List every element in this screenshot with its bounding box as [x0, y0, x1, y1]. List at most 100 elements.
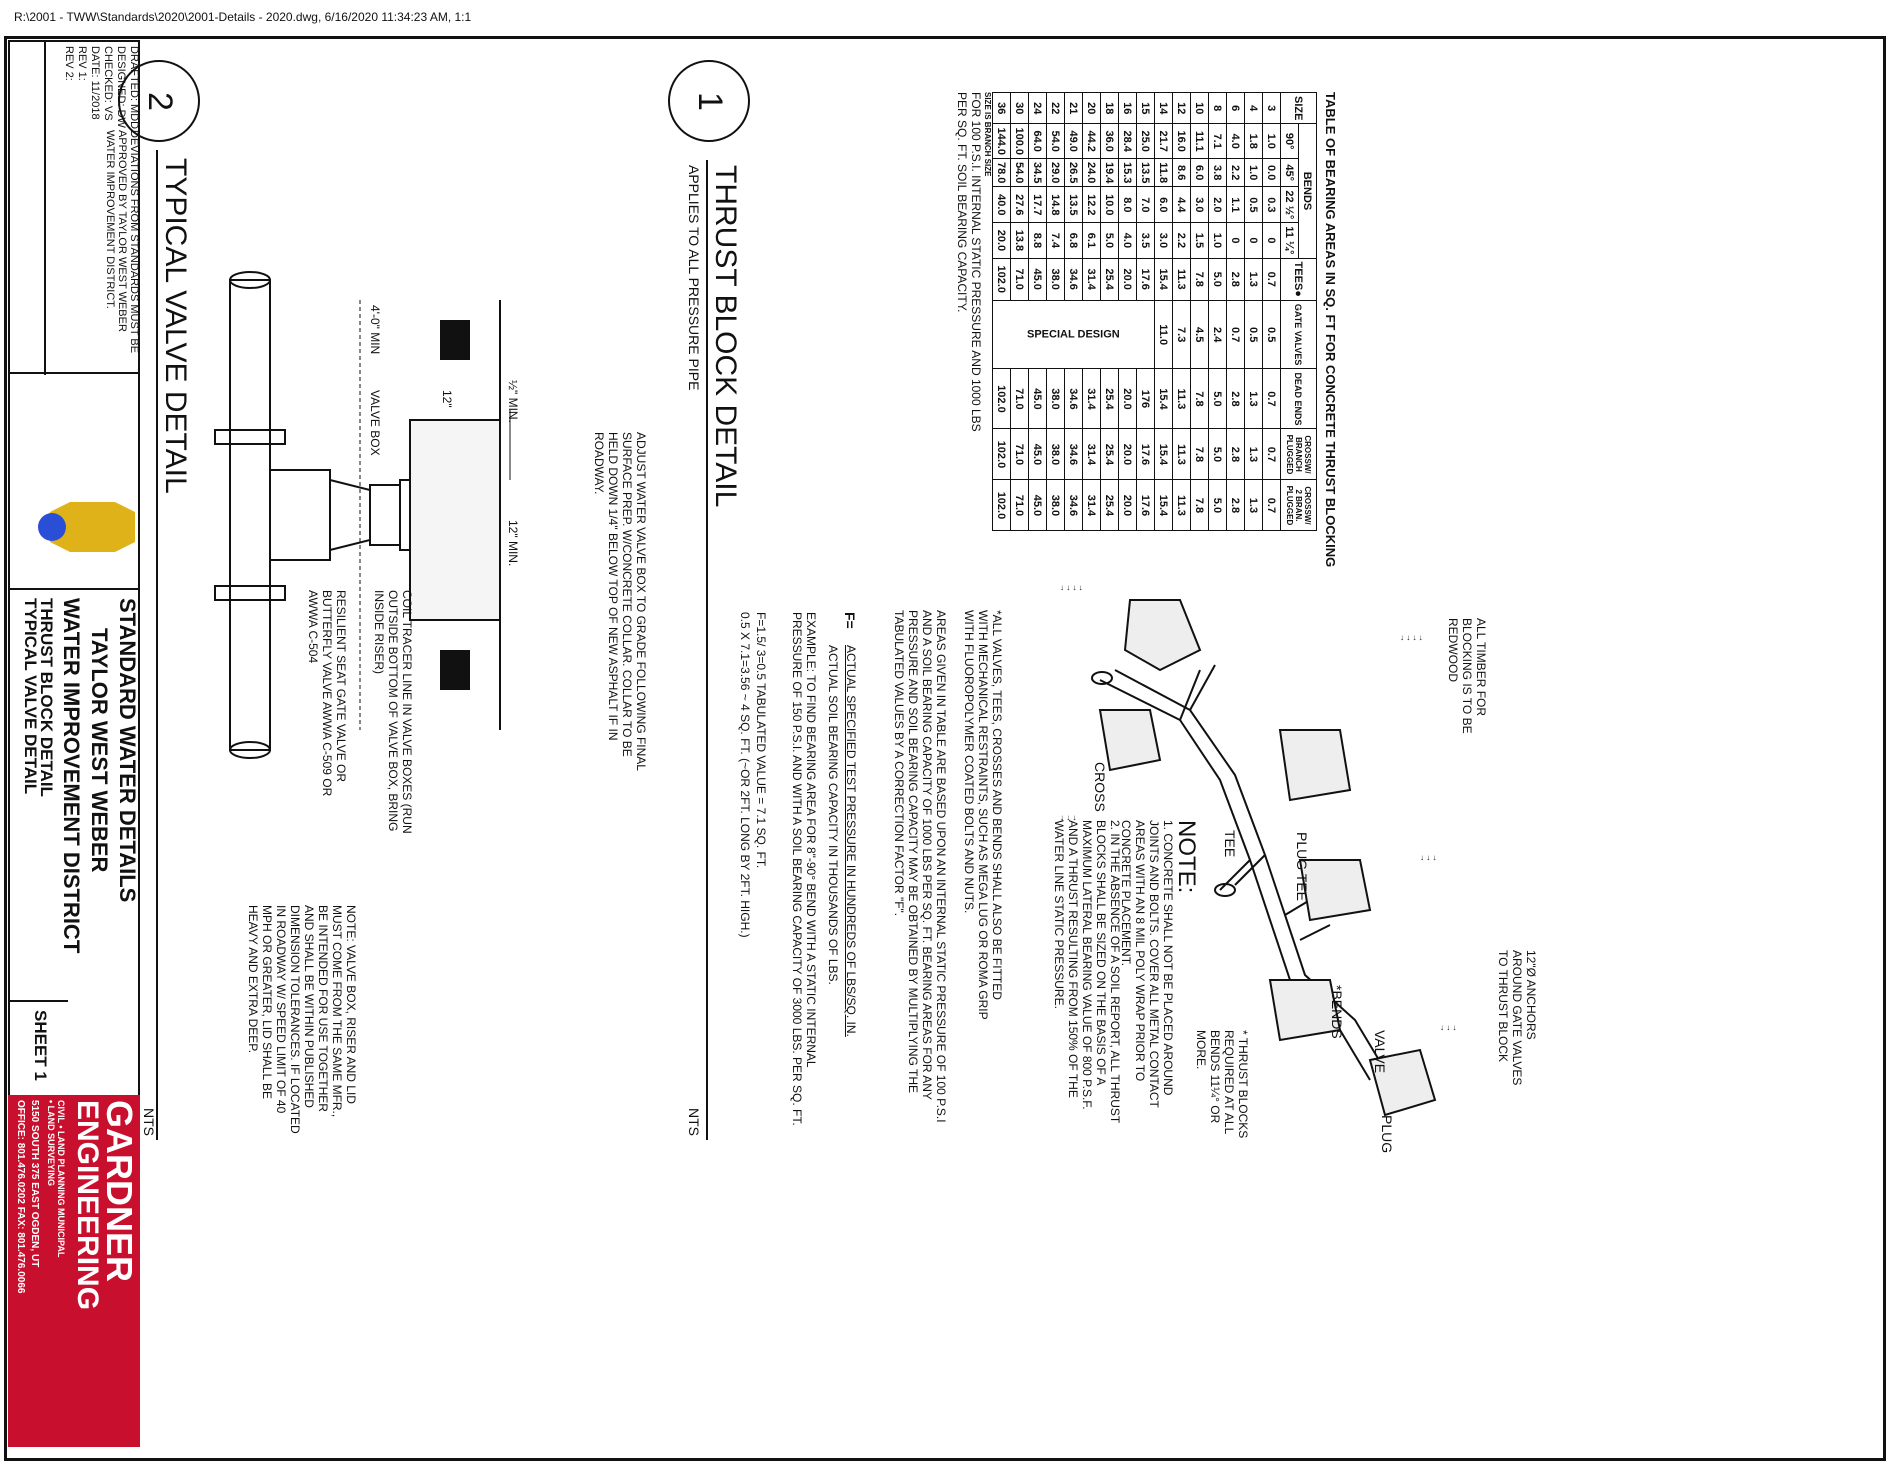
- bearing-table-grid: SIZE BENDS TEES● GATE VALVES DEAD ENDS C…: [992, 92, 1317, 531]
- drawing-sheet-frame: [4, 36, 1886, 1461]
- table-cell: 0.7: [1262, 258, 1281, 301]
- table-cell: 13.5: [1136, 158, 1155, 187]
- thrust-block-5: [1268, 979, 1342, 1042]
- svg-text:↓ ↓ ↓ ↓: ↓ ↓ ↓ ↓: [1400, 633, 1423, 642]
- f-label: F=: [842, 612, 858, 629]
- table-cell: 0.5: [1244, 300, 1263, 369]
- table-cell: 45.0: [1028, 479, 1047, 531]
- svg-text:↓ ↓ ↓: ↓ ↓ ↓: [1060, 813, 1076, 822]
- table-cell: 6.1: [1082, 222, 1101, 259]
- thrust-block-3: [1278, 729, 1352, 802]
- label-12in-min: 12" MIN.: [506, 520, 520, 567]
- col-cross-2-branch: CROSSW/ 2 BRAN. PLUGGED: [1280, 479, 1317, 531]
- table-cell: 8.0: [1118, 186, 1137, 223]
- valve-note: NOTE: VALVE BOX, RISER AND LID MUST COME…: [246, 905, 358, 1134]
- table-cell: 14: [1154, 92, 1173, 124]
- table-cell: 2.8: [1226, 428, 1245, 480]
- table-cell: 5.0: [1100, 222, 1119, 259]
- table-cell: 6.0: [1154, 186, 1173, 223]
- table-cell: 0.7: [1262, 428, 1281, 480]
- table-cell: 11.0: [1154, 300, 1173, 369]
- table-cell: 1.3: [1244, 479, 1263, 531]
- col-bends: BENDS: [1298, 123, 1317, 259]
- label-coil-tracer: COIL TRACER LINE IN VALVE BOXES (RUN OUT…: [372, 590, 414, 834]
- thrust-block-1: [1123, 599, 1202, 672]
- tb-deviations: DEVIATIONS FROM STANDARDS MUST BE APPROV…: [104, 130, 140, 354]
- table-cell: 2.0: [1208, 186, 1227, 223]
- table-cell: 5.0: [1208, 258, 1227, 301]
- label-12in: 12": [440, 390, 454, 408]
- table-cell: 15.3: [1118, 158, 1137, 187]
- label-adjust-valve-box: ADJUST WATER VALVE BOX TO GRADE FOLLOWIN…: [592, 432, 648, 771]
- col-45: 45°: [1280, 158, 1299, 187]
- table-cell: 176: [1136, 368, 1155, 429]
- detail-1-title-rule: [706, 160, 708, 1140]
- table-cell: 0.5: [1262, 300, 1281, 369]
- firm-tagline: CIVIL • LAND PLANNING MUNICIPAL • LAND S…: [46, 1100, 66, 1258]
- table-cell: 20.0: [1118, 368, 1137, 429]
- table-cell: 38.0: [1046, 428, 1065, 480]
- table-cell: 4.5: [1190, 300, 1209, 369]
- table-cell: 11.1: [1190, 123, 1209, 159]
- table-cell: 2.2: [1172, 222, 1191, 259]
- table-cell: 16.0: [1172, 123, 1191, 159]
- table-cell: 45.0: [1028, 428, 1047, 480]
- table-cell: 6.8: [1064, 222, 1083, 259]
- label-bends: *BENDS: [1329, 985, 1345, 1039]
- table-cell: 11.3: [1172, 368, 1191, 429]
- table-cell: 11.8: [1154, 158, 1173, 187]
- thrust-block-6: [1368, 1048, 1437, 1117]
- table-cell: 7.0: [1136, 186, 1155, 223]
- label-timber: ALL TIMBER FOR BLOCKING IS TO BE REDWOOD: [1446, 618, 1488, 734]
- tb-designed: DESIGNED: DW: [115, 46, 127, 128]
- label-4ft-min: 4'-0" MIN: [368, 305, 382, 355]
- table-cell: 6: [1226, 92, 1245, 124]
- detail-2-number: 2: [140, 91, 179, 111]
- firm-phone: OFFICE: 801.476.0202 FAX: 801.476.0066: [15, 1100, 26, 1294]
- label-valve-box: VALVE BOX: [368, 390, 382, 456]
- table-cell: 0: [1244, 222, 1263, 259]
- table-cell: 34.6: [1064, 258, 1083, 301]
- label-tee: TEE: [1222, 830, 1238, 858]
- tb-drafted: DRAFTED: MDD: [128, 46, 140, 130]
- col-11: 11 ¼°: [1280, 222, 1299, 259]
- table-cell: 31.4: [1082, 479, 1101, 531]
- label-resilient-seat: RESILIENT SEAT GATE VALVE OR BUTTERFLY V…: [306, 590, 348, 797]
- table-cell: 17.6: [1136, 479, 1155, 531]
- table-cell: 11.3: [1172, 479, 1191, 531]
- table-cell: 13.8: [1010, 222, 1029, 259]
- table-cell: 11.3: [1172, 428, 1191, 480]
- svg-text:↓ ↓ ↓: ↓ ↓ ↓: [1420, 853, 1436, 862]
- table-cell: 3.8: [1208, 158, 1227, 187]
- table-cell: 49.0: [1064, 123, 1083, 159]
- table-cell: 26.5: [1064, 158, 1083, 187]
- valve-box-riser: [329, 479, 371, 551]
- table-cell: 10: [1190, 92, 1209, 124]
- table-cell: 44.2: [1082, 123, 1101, 159]
- note-example: EXAMPLE: TO FIND BEARING AREA FOR 8"-90°…: [790, 612, 818, 1126]
- label-plug-tee: PLUG TEE: [1294, 832, 1310, 901]
- thrust-block-4: [1298, 859, 1372, 922]
- table-cell: 5.0: [1208, 368, 1227, 429]
- table-cell: 7.8: [1190, 479, 1209, 531]
- table-cell: 78.0: [992, 158, 1011, 187]
- label-anchors: 12"Ø ANCHORS AROUND GATE VALVES TO THRUS…: [1496, 950, 1538, 1086]
- table-cell: 71.0: [1010, 479, 1029, 531]
- svg-text:↓ ↓ ↓ ↓: ↓ ↓ ↓ ↓: [1060, 583, 1083, 592]
- table-cell: 30: [1010, 92, 1029, 124]
- thrust-note-1: 1. CONCRETE SHALL NOT BE PLACED AROUND J…: [1119, 820, 1175, 1108]
- table-cell: 6.0: [1190, 158, 1209, 187]
- table-cell: 34.6: [1064, 368, 1083, 429]
- table-cell: 7.1: [1208, 123, 1227, 159]
- tb-org-2: WATER IMPROVEMENT DISTRICT: [59, 598, 84, 954]
- note-calc-1: F=1.5/ 3=0.5 TABULATED VALUE = 7.1 SQ. F…: [754, 612, 768, 869]
- table-cell: 15: [1136, 92, 1155, 124]
- table-note: FOR 100 P.S.I. INTERNAL STATIC PRESSURE …: [955, 92, 983, 432]
- table-cell: 38.0: [1046, 479, 1065, 531]
- table-cell: 20.0: [1118, 428, 1137, 480]
- detail-1-marker: 1: [668, 60, 750, 142]
- table-cell: 12.2: [1082, 186, 1101, 223]
- valve-drawing: [214, 271, 511, 759]
